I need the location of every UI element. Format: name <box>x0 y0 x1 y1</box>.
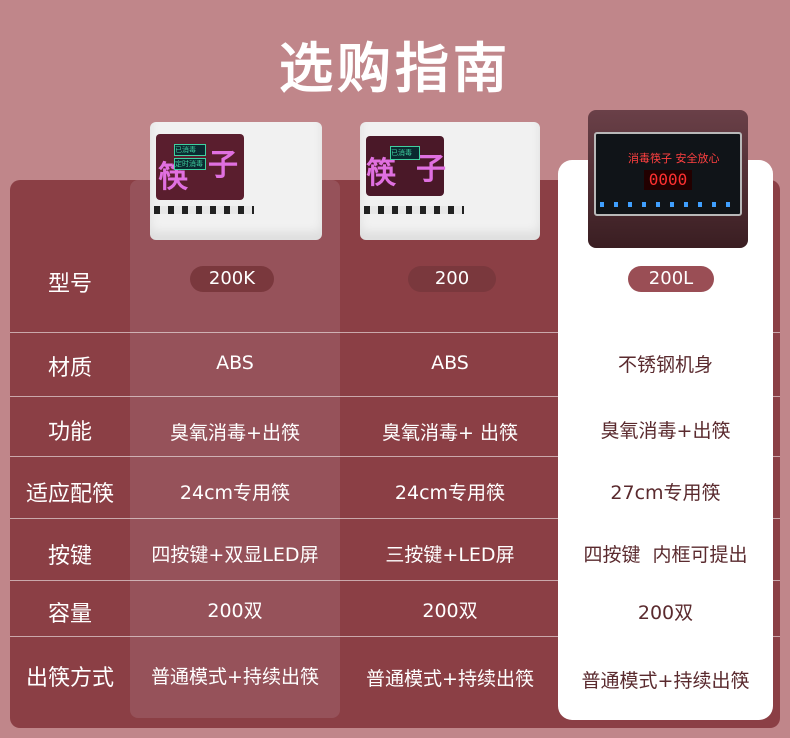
cell-function-200l: 臭氧消毒+出筷 <box>600 420 731 442</box>
row-label-capacity: 容量 <box>47 602 92 627</box>
cell-buttons-200: 三按键+LED屏 <box>385 544 515 566</box>
row-label-chopsticks: 适应配筷 <box>25 482 114 507</box>
product-image-200: 筷 子 已消毒 <box>360 122 545 244</box>
cell-dispense-200: 普通模式+持续出筷 <box>366 668 534 690</box>
model-badge-200l: 200L <box>628 266 714 292</box>
page-title: 选购指南 <box>279 37 511 100</box>
cell-chopsticks-200: 24cm专用筷 <box>394 482 506 504</box>
cell-buttons-200k: 四按键+双显LED屏 <box>151 544 319 566</box>
cell-chopsticks-200k: 24cm专用筷 <box>179 482 291 504</box>
cell-capacity-200: 200双 <box>422 600 478 622</box>
column-200l <box>558 160 773 720</box>
row-label-material: 材质 <box>47 356 92 381</box>
row-label-function: 功能 <box>47 420 92 445</box>
column-200k <box>130 180 340 718</box>
cell-capacity-200l: 200双 <box>637 602 694 624</box>
product-image-200l: 消毒筷子 安全放心 0000 <box>588 110 753 250</box>
cell-material-200k: ABS <box>216 352 254 374</box>
row-label-dispense-mode: 出筷方式 <box>25 666 114 691</box>
row-label-buttons: 按键 <box>47 544 92 569</box>
cell-buttons-200l: 四按键 内框可提出 <box>583 544 748 566</box>
model-badge-200k: 200K <box>190 266 274 292</box>
cell-chopsticks-200l: 27cm专用筷 <box>610 482 721 504</box>
cell-dispense-200l: 普通模式+持续出筷 <box>581 670 750 692</box>
cell-material-200l: 不锈钢机身 <box>617 354 713 376</box>
cell-capacity-200k: 200双 <box>207 600 263 622</box>
model-badge-200: 200 <box>408 266 496 292</box>
cell-material-200: ABS <box>431 352 469 374</box>
cell-function-200: 臭氧消毒+ 出筷 <box>382 422 518 444</box>
cell-function-200k: 臭氧消毒+出筷 <box>170 422 300 444</box>
row-label-model: 型号 <box>47 272 92 297</box>
product-image-200k: 筷 子 已消毒 定时消毒 <box>150 122 322 244</box>
cell-dispense-200k: 普通模式+持续出筷 <box>151 666 319 688</box>
